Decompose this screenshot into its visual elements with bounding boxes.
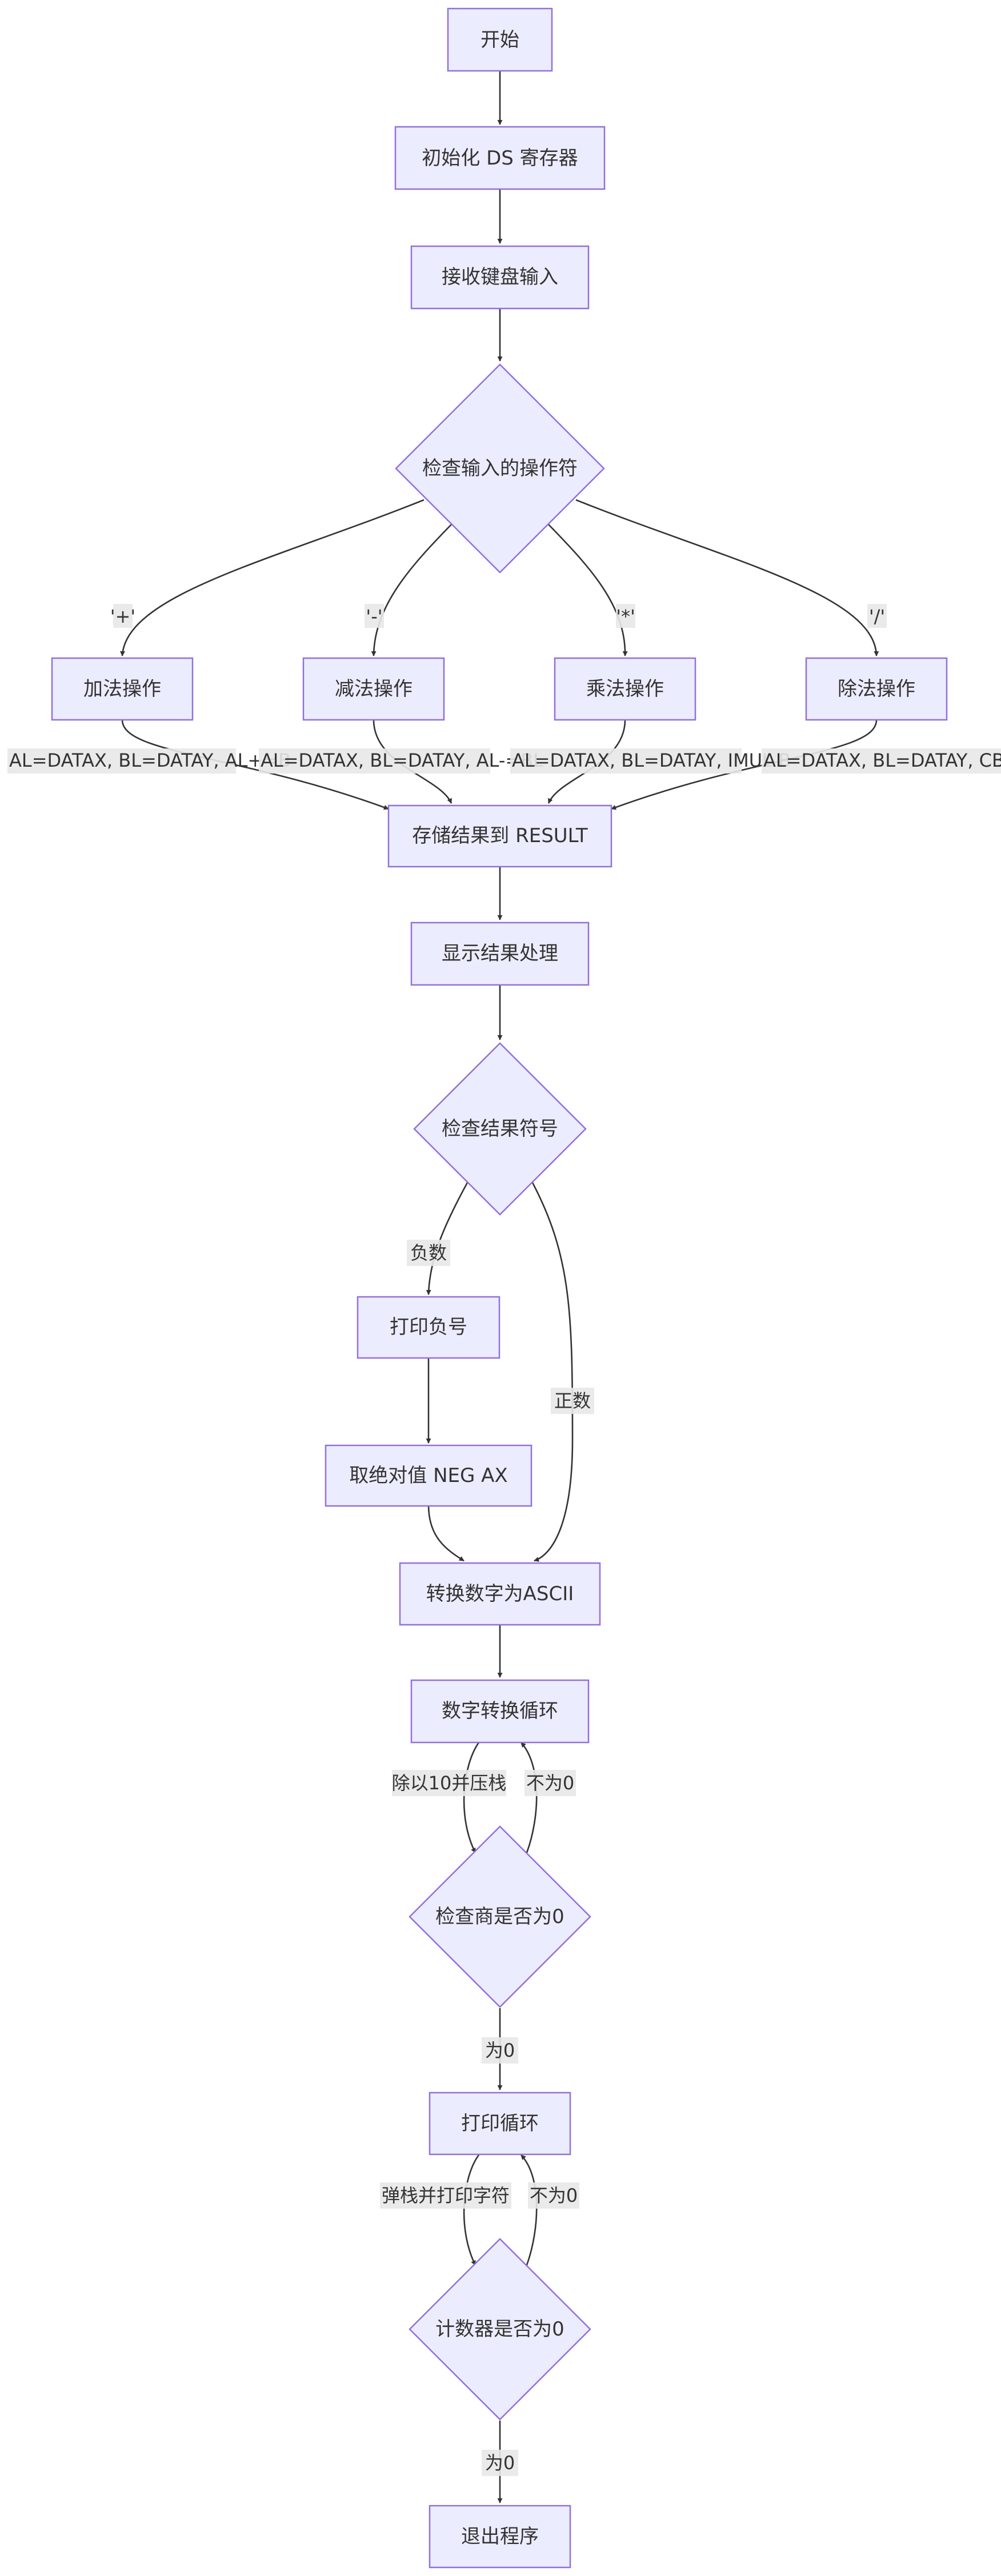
svg-text:检查结果符号: 检查结果符号 <box>442 1117 558 1140</box>
svg-text:负数: 负数 <box>410 1242 447 1264</box>
svg-text:弹栈并打印字符: 弹栈并打印字符 <box>382 2185 510 2206</box>
svg-text:'+': '+' <box>110 606 135 627</box>
svg-text:取绝对值 NEG AX: 取绝对值 NEG AX <box>349 1464 507 1487</box>
node-digit-loop: 数字转换循环 <box>410 1679 590 1744</box>
svg-text:初始化 DS 寄存器: 初始化 DS 寄存器 <box>422 147 578 170</box>
svg-text:打印循环: 打印循环 <box>461 2112 539 2135</box>
edge-checksign-ascii <box>531 1182 574 1562</box>
node-abs-neg: 取绝对值 NEG AX <box>325 1444 532 1507</box>
node-div: 除法操作 <box>805 657 948 721</box>
edge-check-mul <box>548 524 628 656</box>
edge-check-div <box>575 499 879 656</box>
label-op-add: '+' <box>110 604 135 628</box>
svg-text:为0: 为0 <box>485 2040 515 2061</box>
svg-text:AL=DATAX, BL=DATAY, CBW, I: AL=DATAX, BL=DATAY, CBW, I <box>763 750 1001 771</box>
node-check-sign: 检查结果符号 <box>413 1042 587 1216</box>
svg-text:'-': '-' <box>366 606 382 627</box>
svg-text:除以10并压栈: 除以10并压栈 <box>392 1772 507 1794</box>
svg-text:开始: 开始 <box>481 29 519 51</box>
svg-text:AL=DATAX, BL=DATAY, AL+=B: AL=DATAX, BL=DATAY, AL+=B <box>9 750 291 771</box>
svg-text:'/': '/' <box>869 606 885 627</box>
label-quot-not-zero: 不为0 <box>524 1770 576 1796</box>
label-op-sub: '-' <box>365 604 384 628</box>
edge-checkcnt-printloop <box>520 2154 538 2266</box>
edge-digitloop-checkquot <box>463 1742 480 1853</box>
node-to-ascii: 转换数字为ASCII <box>399 1562 601 1626</box>
edge-check-add <box>119 499 425 656</box>
svg-text:计数器是否为0: 计数器是否为0 <box>435 2318 564 2341</box>
label-div-code: AL=DATAX, BL=DATAY, CBW, I <box>762 748 1001 774</box>
node-init-ds: 初始化 DS 寄存器 <box>394 126 606 190</box>
svg-text:退出程序: 退出程序 <box>461 2525 539 2548</box>
label-div-push: 除以10并压栈 <box>392 1770 507 1796</box>
svg-text:AL=DATAX, BL=DATAY, IMUL B: AL=DATAX, BL=DATAY, IMUL B <box>512 750 791 771</box>
node-print-minus: 打印负号 <box>357 1296 501 1359</box>
node-check-quotient: 检查商是否为0 <box>409 1825 591 2008</box>
svg-text:AL=DATAX, BL=DATAY, AL-=BL: AL=DATAX, BL=DATAY, AL-=BL <box>261 750 543 771</box>
node-store-result: 存储结果到 RESULT <box>387 804 612 868</box>
label-cnt-not-zero: 不为0 <box>528 2182 579 2209</box>
node-mul: 乘法操作 <box>554 657 696 721</box>
node-check-operator: 检查输入的操作符 <box>395 363 605 574</box>
svg-text:正数: 正数 <box>554 1390 591 1412</box>
label-quot-zero: 为0 <box>482 2037 518 2064</box>
svg-text:显示结果处理: 显示结果处理 <box>442 942 558 965</box>
label-mul-code: AL=DATAX, BL=DATAY, IMUL B <box>510 748 791 774</box>
edge-checksign-printneg <box>426 1182 469 1295</box>
svg-text:为0: 为0 <box>485 2452 515 2474</box>
svg-text:减法操作: 减法操作 <box>335 678 413 700</box>
label-op-div: '/' <box>867 604 887 628</box>
svg-text:除法操作: 除法操作 <box>838 678 915 700</box>
node-sub: 减法操作 <box>302 657 445 721</box>
edge-checkquot-digitloop <box>520 1742 538 1853</box>
edge-check-sub <box>371 524 452 656</box>
node-print-loop: 打印循环 <box>429 2092 571 2156</box>
svg-text:乘法操作: 乘法操作 <box>586 678 664 700</box>
node-start: 开始 <box>447 7 553 72</box>
label-cnt-zero: 为0 <box>482 2450 518 2476</box>
svg-text:加法操作: 加法操作 <box>83 678 161 700</box>
label-positive: 正数 <box>551 1388 594 1414</box>
svg-text:'*': '*' <box>616 606 635 627</box>
node-exit: 退出程序 <box>429 2505 571 2569</box>
edge-printloop-checkcnt <box>463 2154 480 2266</box>
svg-text:存储结果到 RESULT: 存储结果到 RESULT <box>412 824 588 847</box>
label-sub-code: AL=DATAX, BL=DATAY, AL-=BL <box>259 748 543 774</box>
svg-text:检查输入的操作符: 检查输入的操作符 <box>422 457 578 480</box>
svg-text:不为0: 不为0 <box>526 1772 574 1794</box>
svg-text:不为0: 不为0 <box>530 2185 578 2206</box>
node-read-keyboard: 接收键盘输入 <box>410 245 590 310</box>
label-add-code: AL=DATAX, BL=DATAY, AL+=B <box>7 748 291 774</box>
svg-text:转换数字为ASCII: 转换数字为ASCII <box>426 1583 574 1605</box>
node-add: 加法操作 <box>51 657 194 721</box>
label-negative: 负数 <box>407 1240 450 1266</box>
svg-text:打印负号: 打印负号 <box>390 1316 467 1339</box>
label-op-mul: '*' <box>616 604 635 628</box>
svg-text:检查商是否为0: 检查商是否为0 <box>435 1905 564 1928</box>
node-check-counter: 计数器是否为0 <box>409 2238 591 2421</box>
edge-abs-ascii <box>427 1504 465 1562</box>
label-pop-print: 弹栈并打印字符 <box>380 2182 511 2209</box>
node-show-result: 显示结果处理 <box>410 922 590 986</box>
svg-text:接收键盘输入: 接收键盘输入 <box>442 266 558 289</box>
svg-text:数字转换循环: 数字转换循环 <box>442 1700 558 1722</box>
